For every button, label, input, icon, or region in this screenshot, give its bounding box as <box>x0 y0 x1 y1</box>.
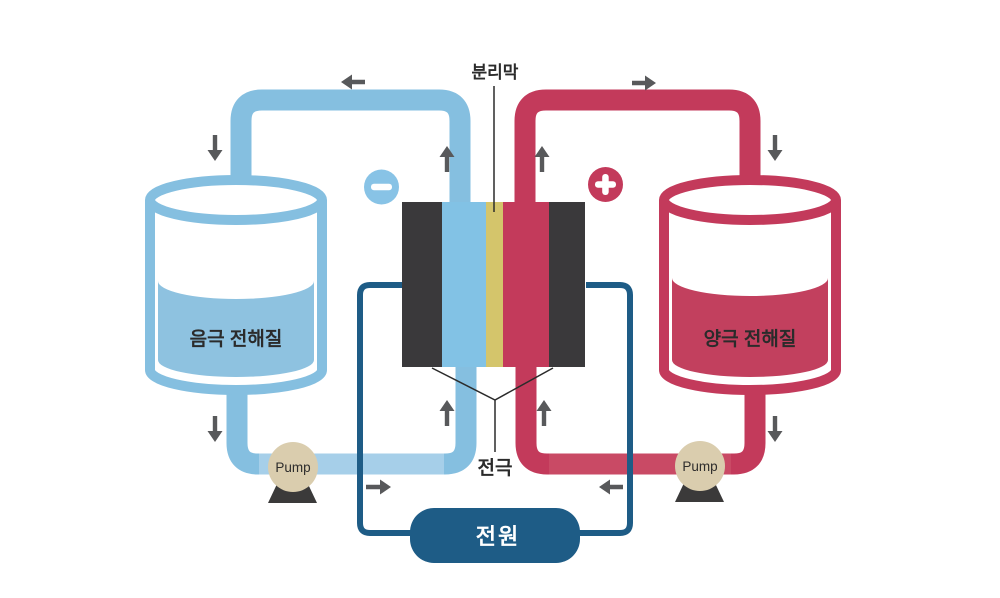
arrow-down-left-top-icon <box>207 135 223 161</box>
negative-tank-label: 음극 전해질 <box>190 328 283 350</box>
electrode-right-block <box>549 202 585 367</box>
positive-half-cell <box>503 202 549 367</box>
arrow-right-top-icon <box>632 75 656 91</box>
cell-stack <box>402 202 585 367</box>
electrode-left-block <box>402 202 442 367</box>
electrode-label: 전극 <box>478 457 513 479</box>
pump-right-body <box>675 441 725 491</box>
power-supply-box <box>410 508 580 563</box>
arrow-down-left-bottom-icon <box>207 416 223 442</box>
arrow-down-right-top-icon <box>767 135 783 161</box>
minus-icon <box>364 169 399 205</box>
negative-tank-liquid <box>158 281 314 377</box>
arrow-up-inner-left-bottom-icon <box>439 400 455 426</box>
electrode-callout: 전극 <box>431 367 554 479</box>
pump-left-label: Pump <box>275 460 310 475</box>
pump-right-label: Pump <box>682 459 717 474</box>
arrow-up-inner-left-top-icon <box>439 146 455 172</box>
pump-right: Pump <box>675 441 725 502</box>
power-supply: 전원 <box>410 508 580 563</box>
arrow-left-circuit-icon <box>599 479 623 495</box>
arrow-right-circuit-icon <box>366 479 391 495</box>
positive-tank-lid <box>659 175 841 225</box>
separator-label: 분리막 <box>472 63 519 82</box>
negative-tank: 음극 전해질 <box>145 175 327 395</box>
plus-icon <box>588 167 623 202</box>
arrow-left-top-icon <box>341 74 365 90</box>
arrow-up-inner-right-bottom-icon <box>536 400 552 426</box>
power-supply-label: 전원 <box>476 524 520 549</box>
electrode-pointer-lines <box>431 367 554 452</box>
separator-membrane <box>486 202 503 367</box>
negative-tank-lid <box>145 175 327 225</box>
separator-callout: 분리막 <box>472 63 519 212</box>
arrow-up-inner-right-top-icon <box>534 146 550 172</box>
arrow-down-right-bottom-icon <box>767 416 783 442</box>
positive-tank-liquid <box>672 278 828 377</box>
positive-tank-label: 양극 전해질 <box>704 328 797 350</box>
pump-left: Pump <box>268 442 318 503</box>
negative-half-cell <box>442 202 486 367</box>
positive-tank: 양극 전해질 <box>659 175 841 395</box>
pump-left-body <box>268 442 318 492</box>
